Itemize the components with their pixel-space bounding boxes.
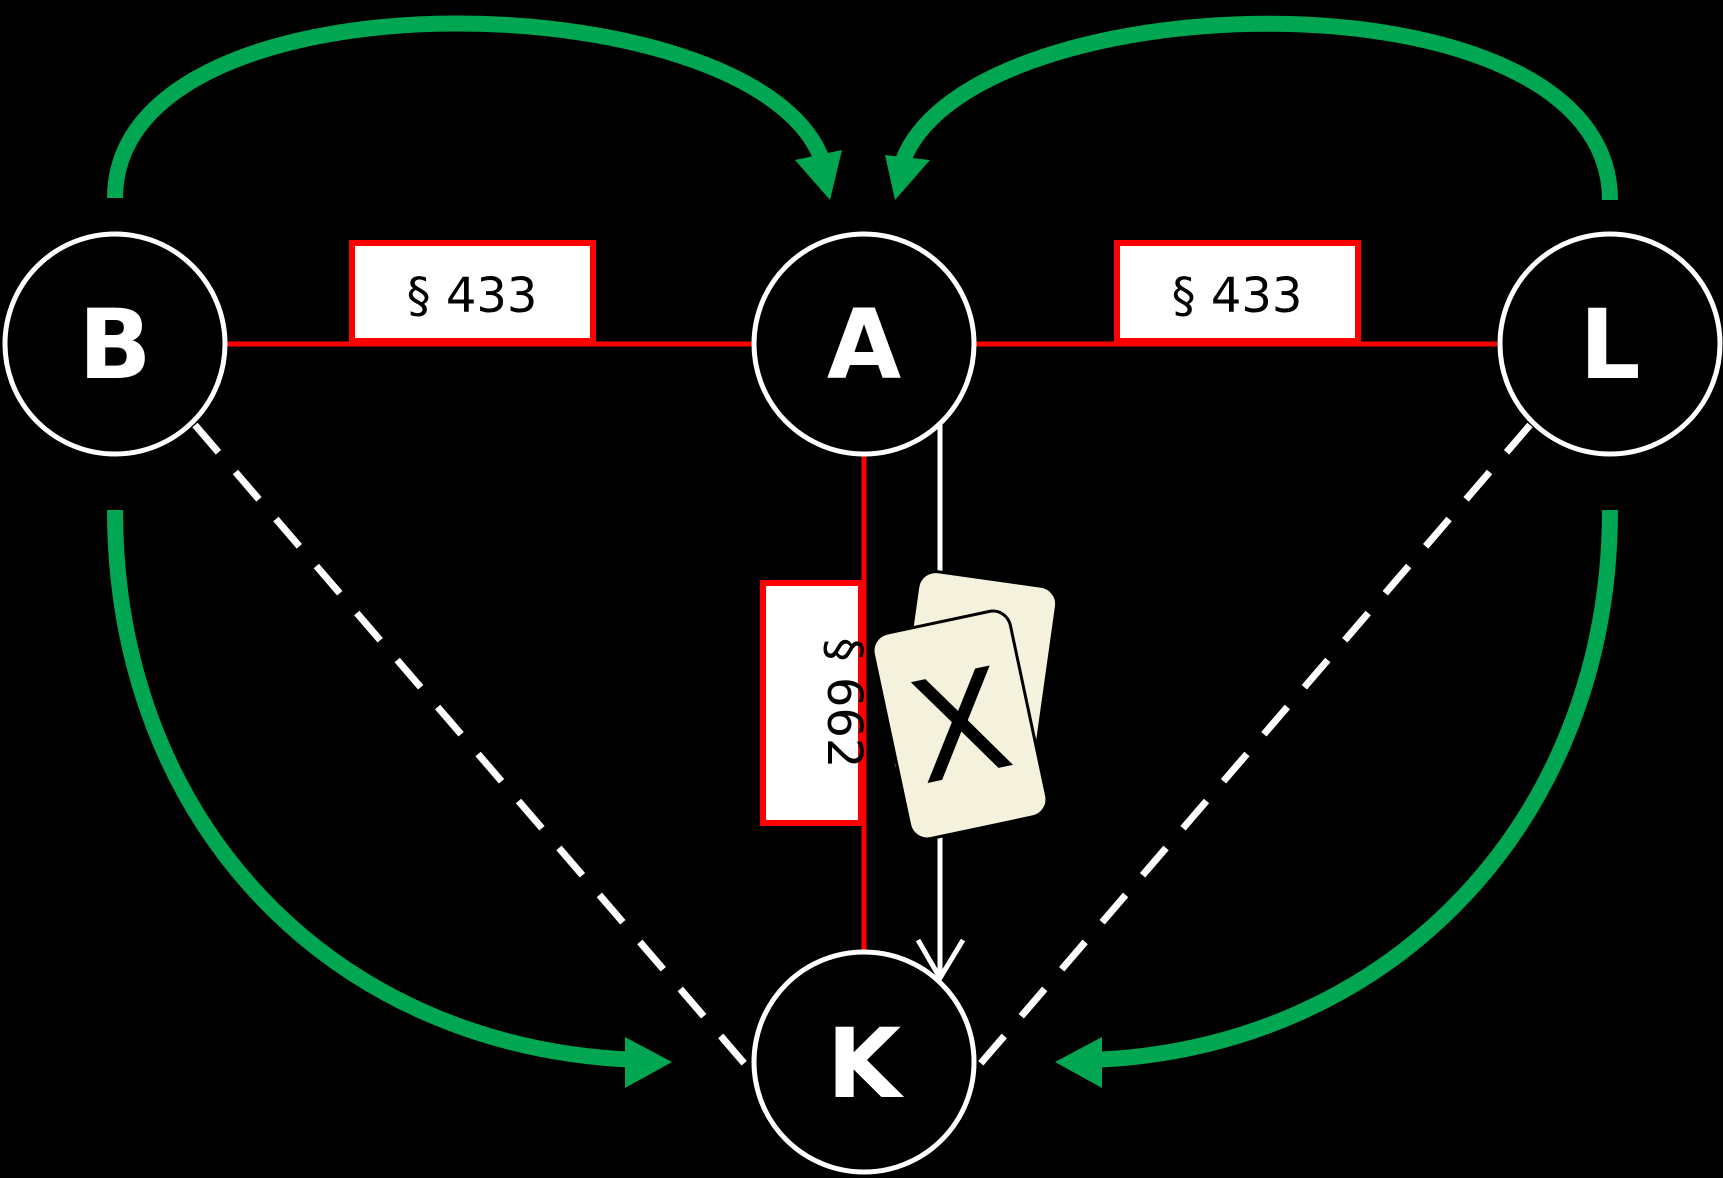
card-front: [871, 609, 1049, 841]
node-k-letter: K: [827, 1008, 905, 1120]
flow-arrowhead-l-to-k: [1055, 1037, 1102, 1088]
node-k: K: [751, 949, 977, 1175]
arrowhead-a-to-k: [915, 938, 966, 983]
flow-arrow-l-to-a: [892, 15, 1618, 201]
node-b-letter: B: [78, 289, 151, 401]
label-box-a-l: § 433: [1114, 240, 1361, 344]
blocking-card-stack: X: [871, 570, 1059, 841]
flow-arrowhead-b-to-k: [625, 1037, 672, 1088]
flow-arrow-b-to-k: [107, 509, 641, 1068]
flow-arrowhead-l-to-a: [885, 155, 930, 200]
label-text-b-a: § 433: [407, 268, 538, 324]
dashed-line-b-to-k: [192, 422, 753, 1073]
label-box-b-a: § 433: [349, 240, 596, 344]
label-box-a-k: § 662: [760, 580, 872, 826]
node-l: L: [1497, 231, 1723, 457]
node-a-letter: A: [827, 289, 901, 401]
label-text-a-k: § 662: [816, 638, 872, 769]
label-text-a-l: § 433: [1172, 268, 1303, 324]
dashed-line-l-to-k: [972, 422, 1533, 1073]
node-b: B: [2, 231, 228, 457]
flow-arrow-l-to-k: [1089, 509, 1618, 1068]
node-a: A: [751, 231, 977, 457]
node-l-letter: L: [1579, 289, 1640, 401]
flow-arrowhead-b-to-a: [795, 150, 842, 200]
flow-arrow-b-to-a: [107, 15, 833, 199]
